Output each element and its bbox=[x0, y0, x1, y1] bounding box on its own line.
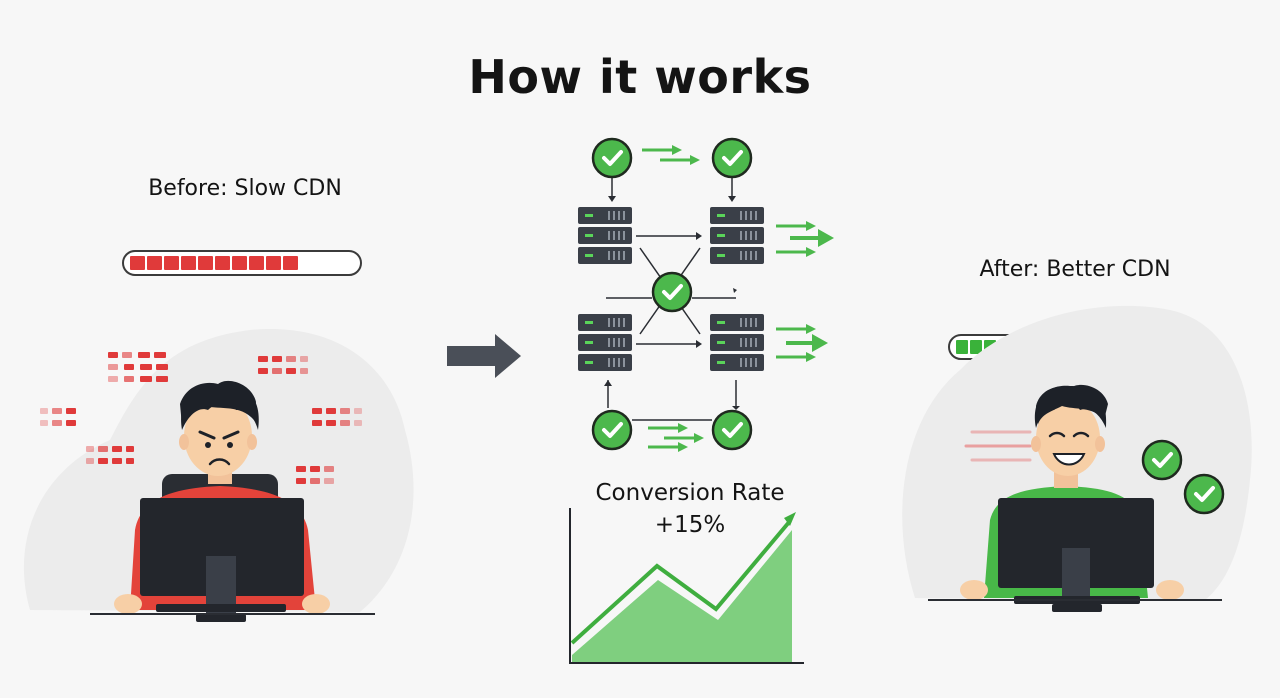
check-icon bbox=[651, 271, 693, 313]
conversion-title: Conversion Rate bbox=[595, 480, 785, 506]
slow-progress-fill bbox=[130, 256, 298, 270]
check-icon bbox=[591, 409, 633, 451]
slow-progress-bar bbox=[122, 250, 362, 276]
server-top-left bbox=[578, 207, 632, 264]
before-scene bbox=[23, 328, 414, 622]
progress-segment bbox=[266, 256, 281, 270]
trend-arrowhead-icon bbox=[784, 512, 796, 526]
progress-segment bbox=[956, 340, 968, 354]
left-hand bbox=[960, 580, 988, 600]
after-label: After: Better CDN bbox=[979, 257, 1171, 282]
progress-segment bbox=[130, 256, 145, 270]
arrow-right-icon bbox=[447, 334, 521, 378]
server-top-right bbox=[710, 207, 764, 264]
progress-segment bbox=[215, 256, 230, 270]
progress-segment bbox=[969, 340, 982, 354]
conversion-value: +15% bbox=[654, 512, 726, 538]
speed-lines-icon bbox=[964, 430, 1032, 462]
server-bottom-right bbox=[710, 314, 764, 371]
progress-segment bbox=[198, 256, 213, 270]
progress-segment bbox=[164, 256, 179, 270]
check-icon bbox=[711, 137, 753, 179]
cdn-network-diagram bbox=[569, 137, 834, 664]
progress-segment bbox=[283, 256, 298, 270]
right-hand bbox=[302, 594, 330, 614]
check-icon bbox=[711, 409, 753, 451]
green-arrows-icon bbox=[640, 143, 834, 454]
check-icon bbox=[1141, 439, 1183, 481]
lag-particles-icon bbox=[40, 352, 362, 484]
frustrated-user-avatar bbox=[179, 380, 259, 484]
check-icon bbox=[1183, 473, 1225, 515]
left-hand bbox=[114, 594, 142, 614]
check-icon bbox=[591, 137, 633, 179]
monitor-icon bbox=[140, 498, 304, 622]
right-hand bbox=[1156, 580, 1184, 600]
after-scene bbox=[902, 305, 1252, 612]
chart-line bbox=[570, 519, 792, 645]
progress-segment bbox=[232, 256, 247, 270]
progress-segment bbox=[181, 256, 196, 270]
progress-segment bbox=[249, 256, 264, 270]
conversion-chart bbox=[569, 508, 804, 664]
happy-user-avatar bbox=[1031, 384, 1108, 488]
progress-segment bbox=[147, 256, 162, 270]
server-bottom-left bbox=[578, 314, 632, 371]
before-label: Before: Slow CDN bbox=[148, 176, 342, 201]
page-title: How it works bbox=[468, 50, 812, 104]
chart-area bbox=[572, 530, 792, 662]
